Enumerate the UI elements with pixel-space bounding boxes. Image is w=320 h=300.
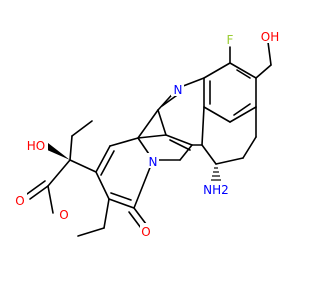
amide-carbonyl: [128, 207, 147, 229]
lactone-ring: [47, 159, 110, 237]
atom-label-o-amide-carbonyl: O: [141, 225, 150, 239]
benzene-ring: [203, 62, 257, 123]
atom-label-nh2: NH2: [203, 183, 229, 197]
atom-label-oh: OH: [261, 30, 279, 44]
stereo-wedge-oh: [45, 143, 70, 160]
atom-label-n-ring: N: [174, 83, 183, 97]
stereo-hash-nh2: [211, 167, 221, 181]
cyclohexane-ring: [201, 106, 257, 165]
atom-label-o-ring: O: [59, 208, 68, 222]
atom-label-f: F: [227, 33, 234, 47]
atom-label-ho: HO: [27, 139, 45, 153]
atom-label-o-ester-carbonyl: O: [15, 194, 24, 208]
atom-label-n-amide: N: [149, 155, 158, 169]
pyrroline-ring: [137, 109, 193, 161]
molecule-drawing: F OH N N NH2 HO O O O: [14, 28, 282, 239]
structure-canvas: F OH N N NH2 HO O O O: [14, 28, 282, 239]
hydroxymethyl-group: [255, 41, 272, 79]
ethyl-group: [69, 120, 93, 161]
lactone-carbonyl: [26, 180, 49, 200]
atom-labels: F OH N N NH2 HO O O O: [14, 28, 282, 239]
